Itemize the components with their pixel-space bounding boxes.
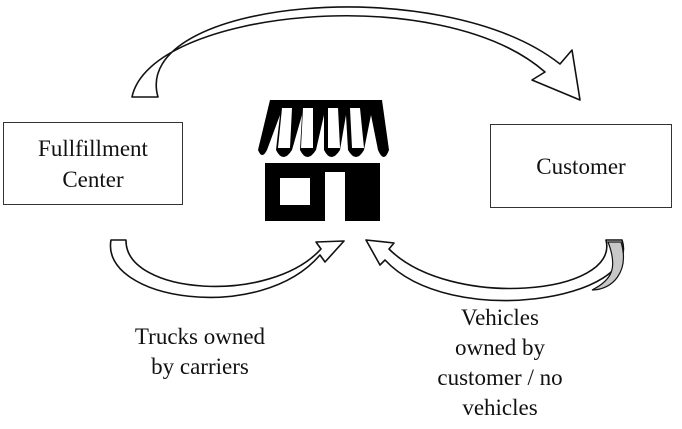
arrow-customer-to-store — [365, 239, 625, 302]
fulfillment-center-box: Fullfillment Center — [3, 122, 183, 205]
carriers-label-line2: by carriers — [151, 354, 249, 379]
carriers-label: Trucks owned by carriers — [100, 322, 300, 382]
carriers-label-line1: Trucks owned — [134, 324, 266, 349]
customer-vehicles-label: Vehicles owned by customer / no vehicles — [400, 303, 600, 423]
arrow-fulfillment-to-customer — [131, 6, 581, 101]
customer-box: Customer — [490, 124, 672, 208]
fulfillment-center-label-line2: Center — [62, 166, 124, 192]
customer-vehicles-label-line2: owned by — [454, 335, 546, 360]
storefront-icon — [258, 100, 389, 221]
customer-label: Customer — [536, 153, 626, 179]
fulfillment-center-label-line1: Fullfillment — [38, 135, 148, 161]
arrow-customer-to-store-shade — [591, 241, 624, 291]
customer-vehicles-label-line3: customer / no — [437, 365, 563, 390]
arrow-fulfillment-to-store — [109, 239, 345, 299]
customer-vehicles-label-line4: vehicles — [462, 395, 538, 420]
customer-vehicles-label-line1: Vehicles — [461, 305, 539, 330]
